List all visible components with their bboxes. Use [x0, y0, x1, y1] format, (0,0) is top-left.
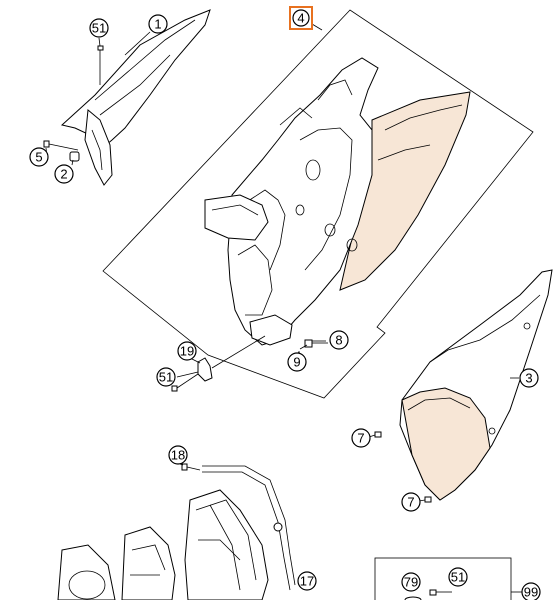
part-17-strap: [202, 465, 296, 591]
air-filter-parts: [57, 489, 269, 600]
callout-99: 99: [521, 582, 541, 600]
callout-79: 79: [401, 572, 421, 592]
part-3-right-cover: [399, 269, 553, 501]
svg-text:3: 3: [525, 371, 532, 386]
svg-text:17: 17: [300, 574, 314, 589]
callout-8: 8: [329, 330, 349, 350]
callout-17: 17: [297, 571, 317, 591]
svg-text:99: 99: [524, 585, 538, 600]
callout-4-highlighted: 4: [289, 6, 313, 30]
callout-18: 18: [168, 445, 188, 465]
callout-5: 5: [29, 147, 49, 167]
callout-2: 2: [54, 164, 74, 184]
svg-text:18: 18: [171, 448, 185, 463]
svg-text:19: 19: [180, 344, 194, 359]
callout-19: 19: [177, 341, 197, 361]
svg-text:5: 5: [35, 150, 42, 165]
leader-1: [124, 31, 151, 56]
svg-text:51: 51: [451, 570, 465, 585]
part-4-airbox: [204, 57, 471, 346]
svg-text:51: 51: [159, 370, 173, 385]
svg-text:51: 51: [92, 21, 106, 36]
svg-text:7: 7: [357, 431, 364, 446]
svg-text:4: 4: [297, 11, 304, 26]
callout-7-lower: 7: [401, 492, 421, 512]
svg-text:8: 8: [335, 333, 342, 348]
callout-3: 3: [519, 368, 539, 388]
callout-7-upper: 7: [351, 428, 371, 448]
screw-51-top: [97, 37, 104, 85]
svg-text:9: 9: [293, 355, 300, 370]
callout-51-top: 51: [89, 18, 109, 38]
part-19-bracket: [171, 335, 266, 392]
assembly-4-boundary: [102, 9, 534, 399]
part-18-screw: [179, 463, 201, 471]
svg-text:79: 79: [404, 575, 418, 590]
part-1-left-cover: [60, 9, 211, 186]
callout-9: 9: [287, 352, 307, 372]
svg-text:2: 2: [60, 167, 67, 182]
leader-4: [311, 23, 323, 31]
callout-51-kit: 51: [448, 567, 468, 587]
callout-1: 1: [148, 14, 168, 34]
callout-51-bracket: 51: [156, 367, 176, 387]
svg-text:1: 1: [154, 17, 161, 32]
kit-99-box: [374, 557, 522, 600]
svg-text:7: 7: [407, 495, 414, 510]
screw-5-and-nut-2: [43, 140, 80, 166]
part-8-9-clip: [299, 339, 328, 350]
